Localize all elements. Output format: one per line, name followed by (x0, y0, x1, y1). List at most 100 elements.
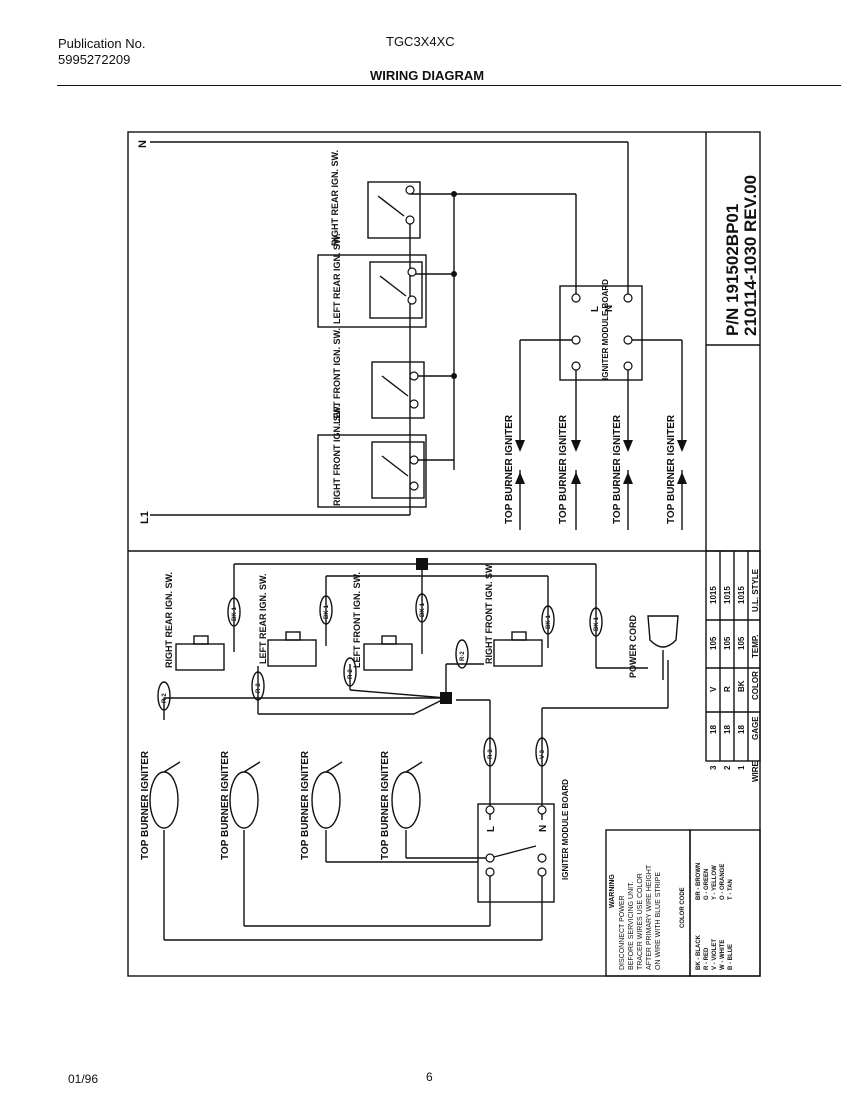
warning-line-2: BEFORE SERVICING UNIT. (628, 881, 635, 970)
igniter-1 (149, 771, 179, 829)
tag-bk1-d (541, 605, 555, 635)
line-label: L1 (139, 511, 151, 524)
color-code-frame (689, 829, 761, 977)
igniter-label-p4: TOP BURNER IGNITER (380, 750, 391, 860)
switch-left-front (371, 361, 425, 419)
switch-label-lf: LEFT FRONT IGN. SW. (332, 328, 342, 424)
module-label-schematic: IGNITER MODULE BOARD (601, 279, 610, 380)
color-code-5: B - BLUE (728, 944, 734, 970)
wire-row-1-style: 1015 (737, 586, 746, 604)
wire-row-2-temp: 105 (723, 636, 732, 650)
schematic-igniter-module (559, 285, 643, 381)
tag-bk1-b (319, 595, 333, 625)
power-cord-plug (647, 615, 679, 648)
pict-switch-label-rf: RIGHT FRONT IGN. SW. (484, 563, 494, 665)
tag-bk1-a (227, 597, 241, 627)
page-number: 6 (426, 1070, 433, 1084)
tag-text-r2-e: R-2 (488, 749, 494, 759)
wire-table-header-wire: WIRE (751, 760, 760, 782)
tag-v3 (535, 737, 549, 767)
warning-line-4: AFTER PRIMARY WIRE HEIGHT (646, 864, 653, 970)
color-code-10: T - TAN (728, 879, 734, 900)
wire-row-1-temp: 105 (737, 636, 746, 650)
module-label-pictorial: IGNITER MODULE BOARD (561, 779, 570, 880)
module-terminal-n: N (604, 305, 615, 312)
pict-switch-label-rr: RIGHT REAR IGN. SW. (164, 572, 174, 668)
color-code-1: BK - BLACK (696, 934, 702, 970)
tag-r2-e (483, 737, 497, 767)
revision: 210114-1030 REV.00 (741, 175, 760, 336)
color-code-7: G - GREEN (704, 869, 710, 900)
pict-switch-label-lr: LEFT REAR IGN. SW. (258, 573, 268, 664)
igniter-2 (229, 771, 259, 829)
wire-row-3-style: 1015 (709, 586, 718, 604)
tag-text-r2-c: R-2 (348, 669, 354, 679)
wire-row-3-gage: 18 (709, 725, 718, 734)
switch-left-rear (369, 261, 423, 319)
module-terminal-l: L (590, 306, 601, 312)
switch-right-rear (367, 181, 421, 239)
tag-text-v3: V-3 (540, 749, 546, 759)
pictorial-switch-rr (175, 643, 225, 671)
wire-row-1-gage: 18 (737, 725, 746, 734)
tag-text-bk1-a: BK-1 (232, 606, 238, 621)
power-cord-label: POWER CORD (628, 614, 638, 678)
wire-table-header-style: U.L. STYLE (751, 568, 760, 612)
switch-label-rr: RIGHT REAR IGN. SW. (330, 150, 340, 246)
pict-terminal-l: L (486, 826, 497, 832)
warning-title: WARNING (609, 874, 616, 908)
wire-row-1-wire: 1 (737, 765, 746, 770)
color-code-6: BR - BROWN (696, 863, 702, 900)
tag-r2-a (157, 681, 171, 711)
wire-table-header-color: COLOR (751, 671, 760, 700)
tag-bk1-c (415, 593, 429, 623)
pictorial-switch-rf (493, 639, 543, 667)
warning-line-3: TRACER WIRES USE COLOR (637, 873, 644, 970)
wire-row-3-temp: 105 (709, 636, 718, 650)
wire-row-3-color: V (709, 686, 718, 692)
pict-terminal-n: N (538, 825, 549, 832)
tag-r2-b (251, 671, 265, 701)
tag-text-bk1-e: BK-1 (594, 616, 600, 631)
igniter-label-p3: TOP BURNER IGNITER (300, 750, 311, 860)
tag-r2-c (343, 657, 357, 687)
tag-text-r2-b: R-2 (256, 683, 262, 693)
color-code-title: COLOR CODE (680, 887, 686, 928)
color-code-4: W - WHITE (720, 940, 726, 970)
igniter-label-s4: TOP BURNER IGNITER (666, 414, 677, 524)
tag-text-bk1-b: BK-1 (324, 604, 330, 619)
publication-number: 5995272209 (58, 52, 131, 67)
neutral-label: N (137, 140, 149, 148)
publication-label: Publication No. (58, 36, 146, 51)
pictorial-switch-lf (363, 643, 413, 671)
tag-bk1-e (589, 607, 603, 637)
pictorial-switch-lr (267, 639, 317, 667)
pictorial-igniter-module (477, 803, 555, 903)
wire-table-header-gage: GAGE (751, 716, 760, 740)
igniter-label-p2: TOP BURNER IGNITER (220, 750, 231, 860)
color-code-9: O - ORANGE (720, 864, 726, 900)
tag-r2-d (455, 639, 469, 669)
footer-date: 01/96 (68, 1072, 99, 1086)
tag-text-r2-a: R-2 (162, 693, 168, 703)
pict-switch-label-lf: LEFT FRONT IGN. SW. (352, 572, 362, 668)
igniter-label-s1: TOP BURNER IGNITER (504, 414, 515, 524)
color-code-3: V - VIOLET (712, 939, 718, 970)
switch-label-rf: RIGHT FRONT IGN. SW. (332, 405, 342, 507)
tag-text-bk1-c: BK-1 (420, 602, 426, 617)
igniter-3 (311, 771, 341, 829)
wire-row-2-style: 1015 (723, 586, 732, 604)
switch-label-lr: LEFT REAR IGN. SW. (332, 233, 342, 324)
warning-line-1: DISCONNECT POWER (619, 895, 626, 970)
warning-line-5: ON WIRE WITH BLUE STRIPE (655, 872, 662, 970)
color-code-8: Y - YELLOW (712, 865, 718, 900)
igniter-4 (391, 771, 421, 829)
wire-row-1-color: BK (737, 680, 746, 692)
switch-right-front (371, 441, 425, 499)
model-number: TGC3X4XC (386, 34, 455, 49)
wire-row-3-wire: 3 (709, 765, 718, 770)
page-title: WIRING DIAGRAM (370, 68, 485, 83)
wire-table-header-temp: TEMP. (751, 635, 760, 658)
igniter-label-s3: TOP BURNER IGNITER (612, 414, 623, 524)
